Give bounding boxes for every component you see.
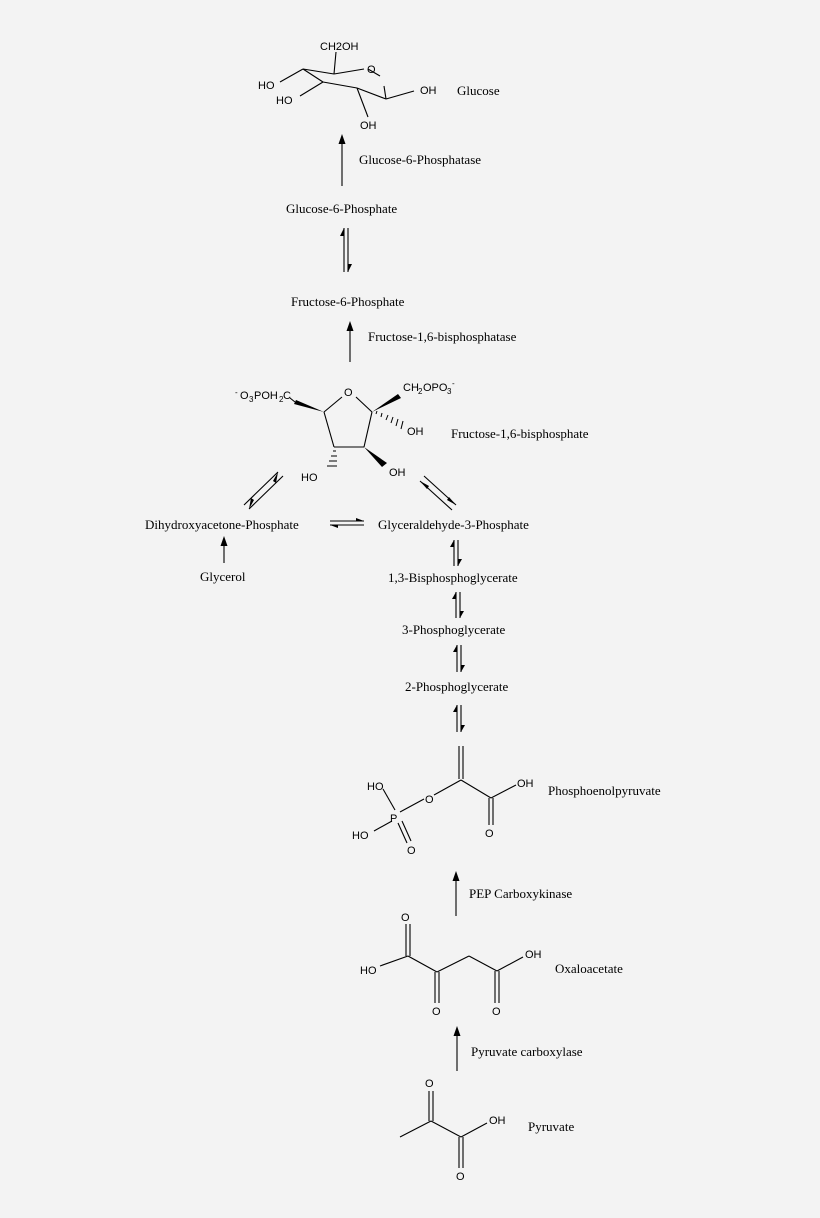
arrowhead bbox=[220, 536, 228, 546]
svg-text:HO: HO bbox=[367, 781, 384, 793]
equilibrium-arrow-bpg-3pg bbox=[452, 592, 464, 618]
equilibrium-arrow-3pg-2pg bbox=[453, 645, 465, 672]
ho-bond bbox=[279, 68, 304, 83]
ring-bond bbox=[302, 68, 324, 83]
arrowhead bbox=[452, 871, 460, 881]
glycerol-label: Glycerol bbox=[200, 569, 246, 584]
svg-text:OPO: OPO bbox=[423, 382, 448, 394]
g3p-label: Glyceraldehyde-3-Phosphate bbox=[378, 517, 529, 532]
svg-text:O: O bbox=[401, 912, 410, 924]
bpg13-label: 1,3-Bisphosphoglycerate bbox=[388, 570, 518, 585]
oxaloacetate-structure: O HO O OH O bbox=[360, 912, 542, 1018]
oaa-label: Oxaloacetate bbox=[555, 961, 623, 976]
f16bp-label: Fructose-1,6-bisphosphate bbox=[451, 426, 589, 441]
svg-text:O: O bbox=[456, 1171, 465, 1183]
svg-text:O: O bbox=[344, 387, 353, 399]
pep-structure: O P HO HO O OH O bbox=[352, 746, 534, 857]
equilibrium-arrow-g6p-f6p bbox=[340, 228, 352, 272]
pg3-label: 3-Phosphoglycerate bbox=[402, 622, 505, 637]
ho-label: HO bbox=[258, 80, 275, 92]
pyruvate-structure: O OH O bbox=[399, 1078, 506, 1183]
ring-bond bbox=[367, 68, 381, 77]
arrowhead bbox=[453, 1026, 461, 1036]
svg-text:O: O bbox=[407, 845, 416, 857]
svg-text:CH: CH bbox=[403, 382, 419, 394]
arrowhead bbox=[338, 134, 346, 144]
enzyme-glucose-6-phosphatase: Glucose-6-Phosphatase bbox=[359, 152, 481, 167]
pg2-label: 2-Phosphoglycerate bbox=[405, 679, 508, 694]
f6p-label: Fructose-6-Phosphate bbox=[291, 294, 405, 309]
equilibrium-arrow-f16bp-dhap bbox=[243, 471, 284, 510]
oh-label: OH bbox=[360, 120, 377, 132]
svg-text:C: C bbox=[283, 390, 291, 402]
svg-text:O: O bbox=[425, 1078, 434, 1090]
svg-text:P: P bbox=[390, 813, 397, 825]
ring-bond bbox=[302, 68, 335, 75]
svg-text:-: - bbox=[235, 388, 238, 397]
svg-text:O: O bbox=[432, 1006, 441, 1018]
svg-text:O: O bbox=[240, 390, 249, 402]
oh-label: OH bbox=[420, 85, 437, 97]
ring-bond bbox=[383, 85, 387, 100]
svg-text:2: 2 bbox=[418, 387, 423, 396]
pep-label: Phosphoenolpyruvate bbox=[548, 783, 661, 798]
dhap-label: Dihydroxyacetone-Phosphate bbox=[145, 517, 299, 532]
svg-text:HO: HO bbox=[360, 965, 377, 977]
enzyme-pyruvate-carboxylase: Pyruvate carboxylase bbox=[471, 1044, 583, 1059]
ring-bond bbox=[356, 87, 387, 100]
ring-bond bbox=[333, 68, 365, 75]
equilibrium-arrow-f16bp-g3p bbox=[419, 475, 457, 511]
g6p-label: Glucose-6-Phosphate bbox=[286, 201, 397, 216]
svg-text:OH: OH bbox=[525, 949, 542, 961]
glucose-label: Glucose bbox=[457, 83, 500, 98]
equilibrium-arrow-dhap-g3p bbox=[330, 518, 364, 528]
svg-text:3: 3 bbox=[249, 395, 254, 404]
ho-label: HO bbox=[276, 95, 293, 107]
ch2oh-label: CH2OH bbox=[320, 41, 359, 53]
svg-text:HO: HO bbox=[352, 830, 369, 842]
enzyme-fbpase: Fructose-1,6-bisphosphatase bbox=[368, 329, 517, 344]
pyruvate-label: Pyruvate bbox=[528, 1119, 574, 1134]
svg-text:HO: HO bbox=[301, 472, 318, 484]
svg-text:OH: OH bbox=[389, 467, 406, 479]
ring-bond bbox=[322, 81, 358, 89]
oh-bond bbox=[356, 87, 369, 118]
ring-oxygen-label: O bbox=[367, 64, 376, 76]
enzyme-pepck: PEP Carboxykinase bbox=[469, 886, 572, 901]
ho-bond bbox=[299, 81, 324, 97]
svg-text:O: O bbox=[425, 794, 434, 806]
svg-text:POH: POH bbox=[254, 390, 278, 402]
svg-text:O: O bbox=[492, 1006, 501, 1018]
oh-bond bbox=[385, 90, 415, 100]
fructose-bisphosphate-structure: - O 3 POH 2 C O CH 2 OPO 3 - OH HO OH bbox=[235, 379, 455, 484]
svg-text:O: O bbox=[485, 828, 494, 840]
equilibrium-arrow-g3p-bpg bbox=[450, 540, 462, 566]
glucose-structure: CH2OH O HO HO OH OH bbox=[258, 41, 437, 132]
svg-text:OH: OH bbox=[489, 1115, 506, 1127]
equilibrium-arrow-2pg-pep bbox=[453, 705, 465, 732]
svg-text:OH: OH bbox=[517, 778, 534, 790]
svg-text:OH: OH bbox=[407, 426, 424, 438]
svg-text:-: - bbox=[452, 379, 455, 388]
ch2oh-bond bbox=[333, 51, 337, 75]
svg-text:3: 3 bbox=[447, 387, 452, 396]
arrowhead bbox=[346, 321, 354, 331]
svg-text:2: 2 bbox=[279, 395, 284, 404]
